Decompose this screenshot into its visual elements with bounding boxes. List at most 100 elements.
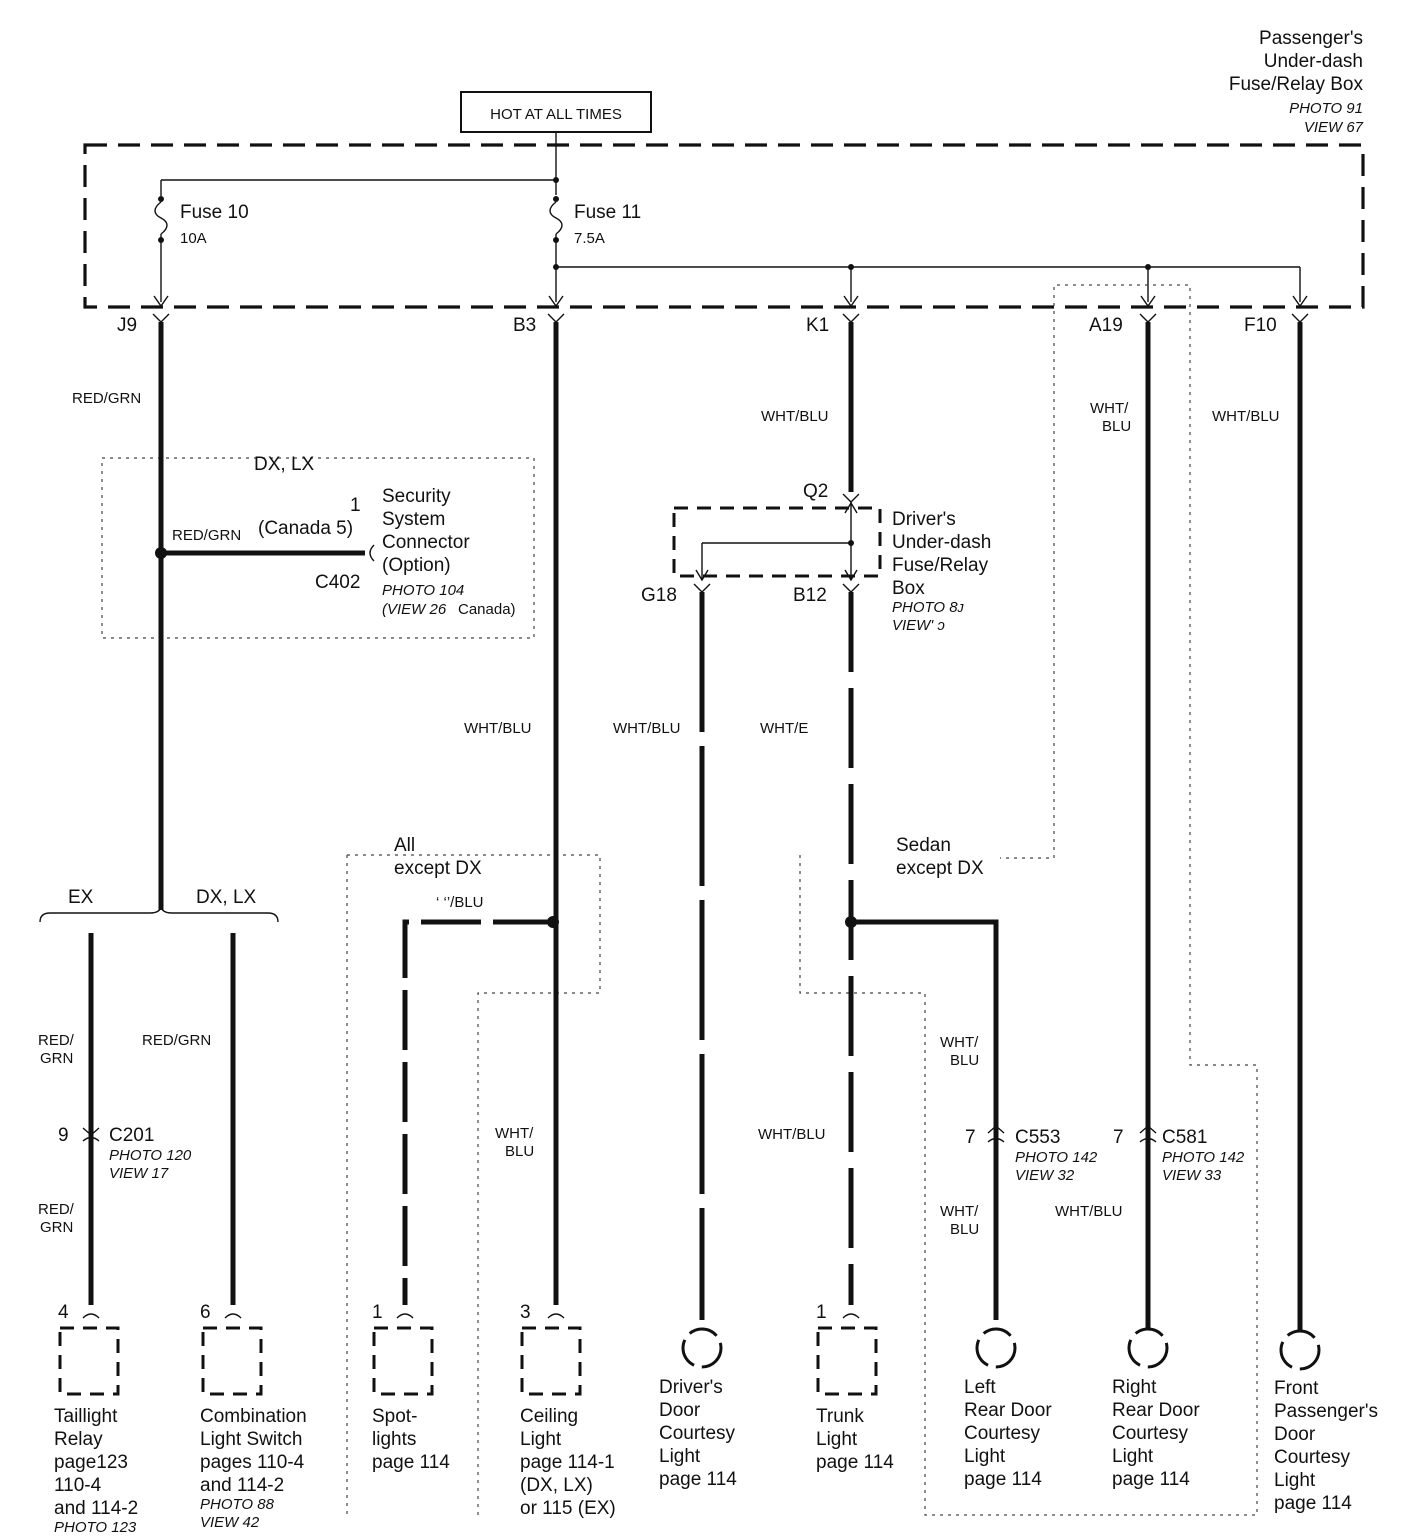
option-outlines [101,284,1258,1516]
taillight-l1: Taillight [54,1406,118,1427]
ceiling-pin: 3 [520,1302,531,1323]
wire-label: WHT/BLU [613,720,681,737]
fuse-10-rating: 10A [180,230,207,247]
c581-pin: 7 [1113,1127,1124,1148]
terminal-j9: J9 [117,315,137,336]
c201-label: C201 [109,1125,154,1146]
fuse-11-rating: 7.5A [574,230,605,247]
lr-l1: Left [964,1377,996,1398]
drv-door-l5: page 114 [659,1469,737,1490]
taillight-photo: PHOTO 123 [54,1519,137,1536]
fuse-11-label: Fuse 11 [574,202,641,223]
fp-l3: Door [1274,1424,1316,1445]
wire-label: RED/GRN [72,390,141,407]
taillight-l5: and 114-2 [54,1498,138,1519]
spot-l3: page 114 [372,1452,450,1473]
right-rear-door-light-icon [1127,1327,1169,1369]
all-except-label-2: except DX [394,858,482,879]
rr-l1: Right [1112,1377,1157,1398]
security-view: (VIEW 26 [382,601,447,618]
drivers-door-light-icon [681,1327,723,1369]
fp-l6: page 114 [1274,1493,1352,1514]
combination-switch-box [201,1326,263,1396]
inline-connector-icons [82,1125,1157,1143]
taillight-relay-box [58,1326,120,1396]
combo-pin: 6 [200,1302,211,1323]
wire-label: RED/GRN [142,1032,211,1049]
drivers-box-photo: PHOTO 8ᴊ [892,599,964,616]
security-line1: Security [382,486,451,507]
wire-color-labels: RED/GRN RED/GRN WHT/BLU WHT/BLU WHT/ BLU… [38,390,1280,1238]
security-line3: Connector [382,532,470,553]
passengers-fuse-box-outline [83,143,1365,309]
security-view-canada: Canada) [458,601,516,618]
security-line2: System [382,509,445,530]
drv-door-l1: Driver's [659,1377,723,1398]
wire-label: WHT/BLU [761,408,829,425]
wire-label: BLU [1102,418,1131,435]
wire-label: WHT/E [760,720,808,737]
fuse-11-icon [549,196,563,250]
wire-label: WHT/BLU [464,720,532,737]
wire-label: WHT/ [1090,400,1129,417]
passengers-box-photo: PHOTO 91 [1289,100,1363,117]
fp-l4: Courtesy [1274,1447,1351,1468]
hot-at-all-times-label: HOT AT ALL TIMES [490,106,622,123]
spotlights-label: 1 Spot- lights page 114 [372,1302,450,1473]
right-rear-door-light-label: Right Rear Door Courtesy Light page 114 [1112,1377,1200,1490]
wire-label: GRN [40,1050,73,1067]
rr-l2: Rear Door [1112,1400,1200,1421]
wire-label: GRN [40,1219,73,1236]
security-connector-labels: 1 (Canada 5) Security System Connector (… [258,486,516,618]
wire-label: RED/GRN [172,527,241,544]
fp-l5: Light [1274,1470,1316,1491]
wire-label: WHT/ [940,1034,979,1051]
combo-photo: PHOTO 88 [200,1496,275,1513]
security-line4: (Option) [382,555,451,576]
rr-l5: page 114 [1112,1469,1190,1490]
wire-label: WHT/ [940,1203,979,1220]
front-passenger-door-light-label: Front Passenger's Door Courtesy Light pa… [1274,1378,1378,1514]
passengers-box-line2: Under-dash [1264,51,1363,72]
dx-lx-branch-label: DX, LX [196,887,257,908]
trunk-pin: 1 [816,1302,827,1323]
wire-label: WHT/BLU [1212,408,1280,425]
wire-label: WHT/BLU [758,1126,826,1143]
c553-pin: 7 [965,1127,976,1148]
ceiling-light-box [520,1326,582,1396]
hot-at-all-times-box [460,91,652,133]
trunk-l2: Light [816,1429,858,1450]
trunk-light-box [816,1326,878,1396]
ceiling-l3: page 114-1 [520,1452,615,1473]
spot-l2: lights [372,1429,416,1450]
lr-l4: Light [964,1446,1006,1467]
lr-l5: page 114 [964,1469,1042,1490]
rr-l3: Courtesy [1112,1423,1189,1444]
drv-door-l3: Courtesy [659,1423,736,1444]
terminal-k1: K1 [806,315,829,336]
wire-label: RED/ [38,1032,75,1049]
lr-l2: Rear Door [964,1400,1052,1421]
wire-label: BLU [505,1143,534,1160]
drivers-box-line3: Fuse/Relay [892,555,989,576]
passengers-box-line1: Passenger's [1259,28,1363,49]
sedan-except-label: Sedan [896,835,951,856]
wire-label: ‘ ‘’/BLU [436,894,484,911]
terminal-forks [152,313,1309,323]
wire-label: BLU [950,1221,979,1238]
trunk-light-label: 1 Trunk Light page 114 [816,1302,894,1473]
ceiling-light-label: 3 Ceiling Light page 114-1 (DX, LX) or 1… [520,1302,616,1519]
taillight-l4: 110-4 [54,1475,102,1496]
terminal-q2: Q2 [803,481,828,502]
combo-l4: and 114-2 [200,1475,284,1496]
drivers-box-view: VIEW' ᴐ [892,617,945,634]
taillight-l3: page123 [54,1452,128,1473]
rr-l4: Light [1112,1446,1154,1467]
drivers-box-line1: Driver's [892,509,956,530]
trunk-l3: page 114 [816,1452,894,1473]
lr-l3: Courtesy [964,1423,1041,1444]
taillight-pin: 4 [58,1302,69,1323]
passengers-box-line3: Fuse/Relay Box [1229,74,1364,95]
c201-photo: PHOTO 120 [109,1147,192,1164]
front-passenger-door-light-icon [1279,1329,1321,1371]
